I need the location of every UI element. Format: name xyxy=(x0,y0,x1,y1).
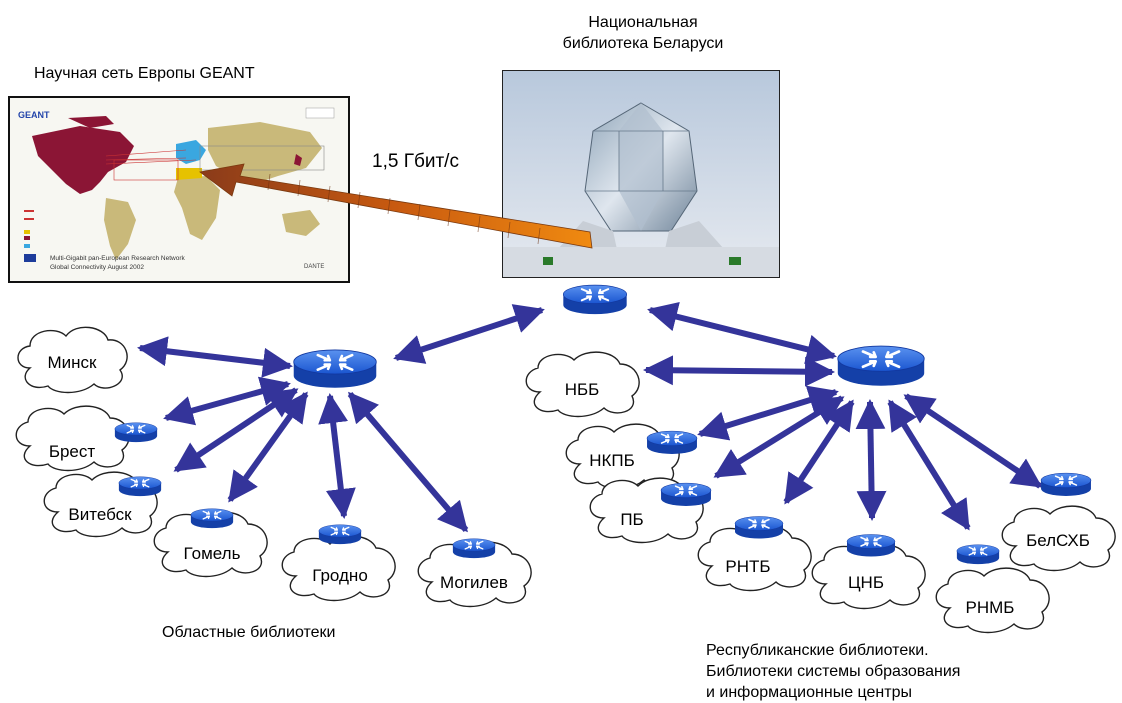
router-mogilev-icon xyxy=(452,538,496,559)
connection-arrows xyxy=(137,301,1043,533)
router-vitebsk-icon xyxy=(118,476,162,497)
node-grodno: Гродно xyxy=(312,566,368,585)
geant-logo-text: GEANT xyxy=(18,110,50,120)
node-pb: ПБ xyxy=(620,510,643,529)
node-labels: Минск Брест Витебск Гомель Гродно Могиле… xyxy=(48,353,1090,617)
national-library-title: Национальная библиотека Беларуси xyxy=(536,12,750,54)
link-top-regional xyxy=(393,304,545,364)
cloud-gomel xyxy=(153,511,268,578)
router-rnmb-icon xyxy=(956,544,1000,565)
republican-caption-line1: Республиканские библиотеки. xyxy=(706,642,929,659)
node-belshb: БелСХБ xyxy=(1026,531,1090,550)
link-regional-minsk xyxy=(137,336,293,378)
node-minsk: Минск xyxy=(48,353,98,372)
national-library-title-line2: библиотека Беларуси xyxy=(562,35,724,52)
link-republican-belshb xyxy=(903,393,1043,489)
router-pb-icon xyxy=(660,482,712,507)
link-regional-mogilev xyxy=(347,391,469,533)
cloud-grodno xyxy=(281,535,396,602)
node-brest: Брест xyxy=(49,442,96,461)
node-cnb: ЦНБ xyxy=(848,573,884,592)
link-regional-gomel xyxy=(227,391,309,503)
link-republican-rnmb xyxy=(887,399,971,531)
regional-libraries-caption: Областные библиотеки xyxy=(162,624,336,641)
router-belshb-icon xyxy=(1040,472,1092,497)
router-brest-icon xyxy=(114,422,158,443)
cloud-belshb xyxy=(1001,505,1116,572)
router-gomel-icon xyxy=(190,508,234,529)
node-nkpb: НКПБ xyxy=(589,451,635,470)
republican-caption-line3: и информационные центры xyxy=(706,684,912,701)
router-regional-hub-icon xyxy=(292,348,378,390)
republican-libraries-caption: Республиканские библиотеки. Библиотеки с… xyxy=(706,640,960,703)
map-caption-line1: Multi-Gigabit pan-European Research Netw… xyxy=(50,255,186,262)
cloud-rntb xyxy=(697,525,812,592)
link-republican-cnb xyxy=(855,399,887,521)
cloud-rnmb xyxy=(935,567,1050,634)
cloud-mogilev xyxy=(417,541,532,608)
geant-link-arrow xyxy=(199,163,593,249)
router-cnb-icon xyxy=(846,533,896,558)
dante-logo-text: DANTE xyxy=(304,264,324,270)
node-rnmb: РНМБ xyxy=(966,598,1015,617)
clouds xyxy=(15,326,1116,634)
link-regional-brest xyxy=(163,376,291,426)
node-rntb: РНТБ xyxy=(725,557,770,576)
link-top-republican xyxy=(647,301,837,365)
national-library-photo xyxy=(502,70,780,278)
link-republican-rntb xyxy=(783,399,855,505)
router-republican-hub-icon xyxy=(836,344,926,388)
geant-title: Научная сеть Европы GEANT xyxy=(34,65,255,82)
router-nkpb-icon xyxy=(646,430,698,455)
link-republican-nbb xyxy=(643,355,835,387)
map-caption-line2: Global Connectivity August 2002 xyxy=(50,264,144,271)
link-regional-grodno xyxy=(318,393,356,519)
national-library-title-line1: Национальная xyxy=(588,14,698,31)
node-mogilev: Могилев xyxy=(440,573,508,592)
node-nbb: НББ xyxy=(565,380,600,399)
node-vitebsk: Витебск xyxy=(68,505,132,524)
router-grodno-icon xyxy=(318,524,362,545)
cloud-nbb xyxy=(525,351,640,418)
link-speed-label: 1,5 Гбит/с xyxy=(372,151,459,172)
republican-caption-line2: Библиотеки системы образования xyxy=(706,663,961,680)
cloud-minsk xyxy=(17,326,128,394)
cloud-cnb xyxy=(811,543,926,610)
node-gomel: Гомель xyxy=(184,544,241,563)
library-building-image xyxy=(503,71,779,277)
router-rntb-icon xyxy=(734,515,784,540)
router-top-icon xyxy=(562,284,628,316)
